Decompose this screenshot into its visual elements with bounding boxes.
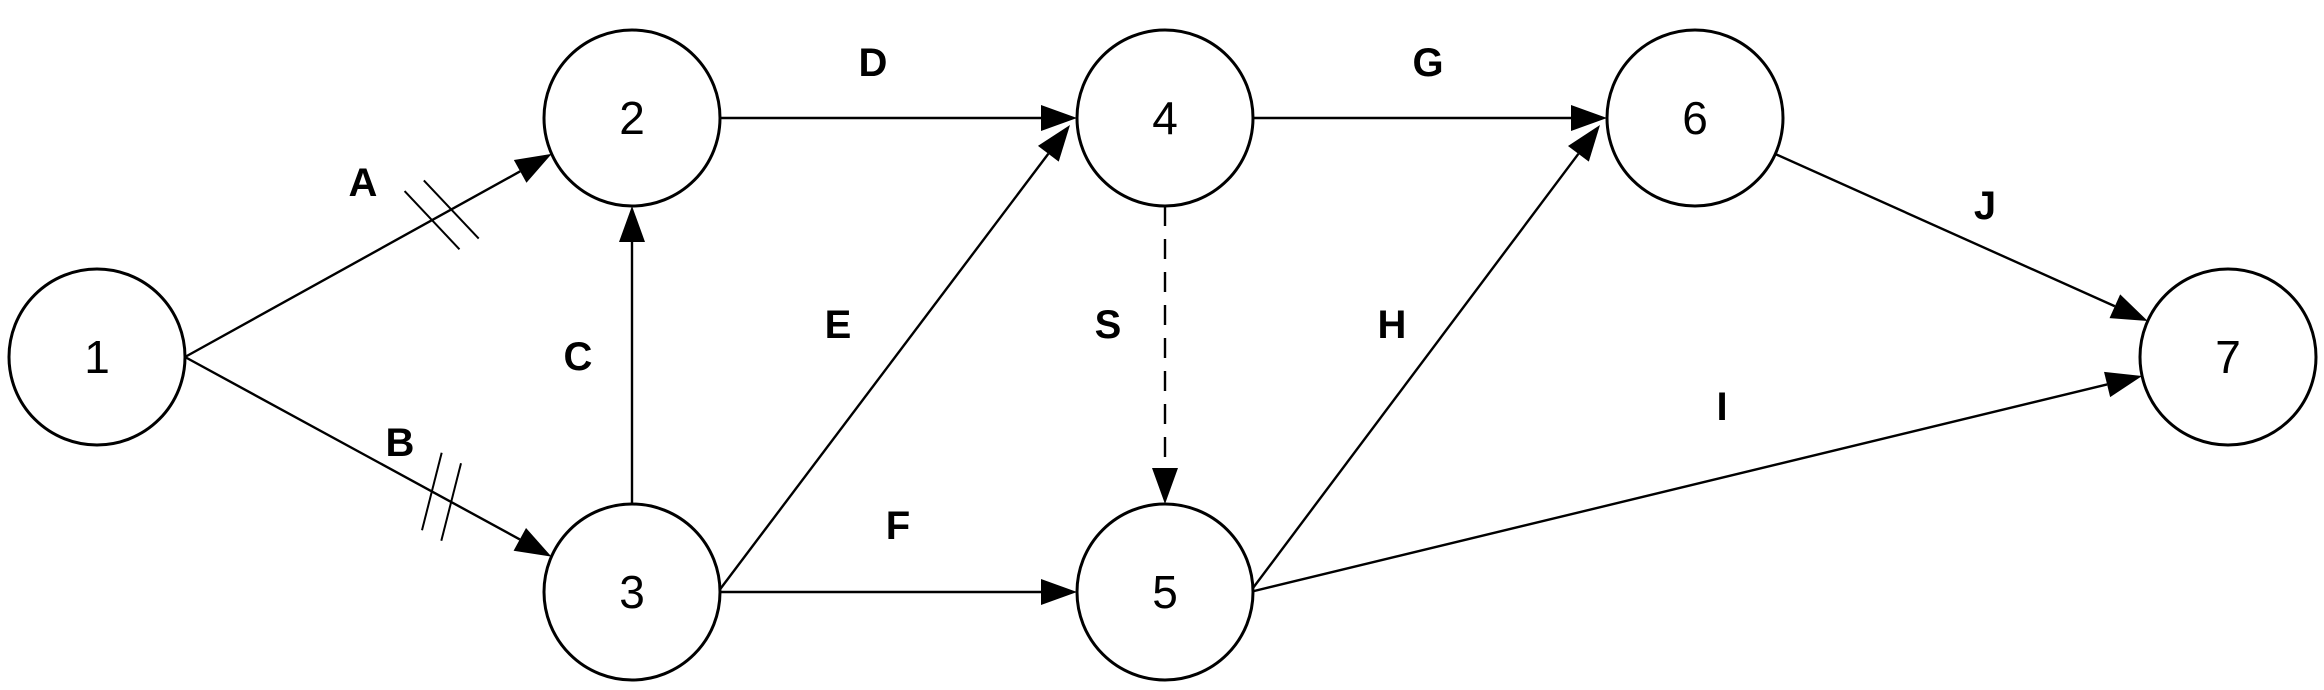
edge-f	[718, 579, 1077, 605]
node-4: 4	[1075, 28, 1255, 208]
arrowhead-f	[1041, 579, 1077, 605]
node-label-3: 3	[619, 566, 645, 618]
edge-h	[1249, 125, 1600, 593]
node-circle-2	[542, 28, 722, 208]
arrowhead-a	[513, 153, 552, 183]
crash-mark-b-2	[440, 462, 462, 542]
crash-mark-b-1	[421, 452, 443, 531]
edge-labels-layer: A B C D E F S G H I J	[349, 41, 1997, 548]
arrowhead-c	[619, 206, 645, 242]
arrowhead-g	[1571, 105, 1607, 131]
edge-s	[1152, 206, 1178, 504]
edge-c	[619, 206, 645, 504]
node-circle-1	[7, 267, 187, 447]
edge-label-f: F	[886, 504, 910, 548]
node-7: 7	[2138, 267, 2318, 447]
edge-a	[184, 153, 552, 359]
node-label-2: 2	[619, 92, 645, 144]
arrowhead-d	[1041, 105, 1077, 131]
node-label-6: 6	[1682, 92, 1708, 144]
edge-e	[717, 125, 1070, 593]
edge-label-s: S	[1095, 303, 1122, 347]
arrowhead-e	[1037, 125, 1070, 162]
edge-label-g: G	[1412, 41, 1443, 85]
node-2: 2	[542, 28, 722, 208]
edges-layer	[184, 105, 2148, 605]
edge-label-j: J	[1974, 184, 1996, 228]
arrowhead-b	[513, 527, 552, 557]
crash-mark-a-1	[403, 190, 461, 250]
arrowhead-j	[2109, 294, 2148, 321]
edge-i	[1249, 371, 2143, 594]
edge-line-e	[717, 153, 1050, 593]
edge-label-c: C	[564, 335, 593, 379]
node-label-5: 5	[1152, 566, 1178, 618]
edge-label-b: B	[386, 421, 415, 465]
edge-label-d: D	[859, 41, 888, 85]
node-circle-3	[542, 502, 722, 682]
node-label-4: 4	[1152, 92, 1178, 144]
node-5: 5	[1075, 502, 1255, 682]
node-circle-5	[1075, 502, 1255, 682]
arrowhead-h	[1568, 125, 1600, 162]
crash-mark-a-2	[423, 179, 480, 240]
edge-line-b	[184, 355, 521, 541]
node-circle-4	[1075, 28, 1255, 208]
arrowhead-i	[2104, 371, 2143, 398]
node-circle-7	[2138, 267, 2318, 447]
edge-j	[1774, 152, 2148, 321]
edge-line-i	[1249, 383, 2108, 594]
node-label-7: 7	[2215, 331, 2241, 383]
node-1: 1	[7, 267, 187, 447]
edge-label-a: A	[349, 161, 378, 205]
node-6: 6	[1605, 28, 1785, 208]
edge-b	[184, 355, 552, 557]
edge-line-a	[184, 170, 521, 359]
edge-label-e: E	[825, 303, 852, 347]
edge-line-h	[1249, 153, 1580, 593]
nodes-layer: 1 2 3 4 5 6 7	[7, 28, 2318, 682]
node-3: 3	[542, 502, 722, 682]
node-circle-6	[1605, 28, 1785, 208]
node-label-1: 1	[84, 331, 110, 383]
edge-label-h: H	[1378, 303, 1407, 347]
edge-d	[720, 105, 1077, 131]
edge-g	[1253, 105, 1607, 131]
arrowhead-s	[1152, 468, 1178, 504]
edge-label-i: I	[1716, 385, 1727, 429]
edge-line-j	[1774, 152, 2116, 308]
